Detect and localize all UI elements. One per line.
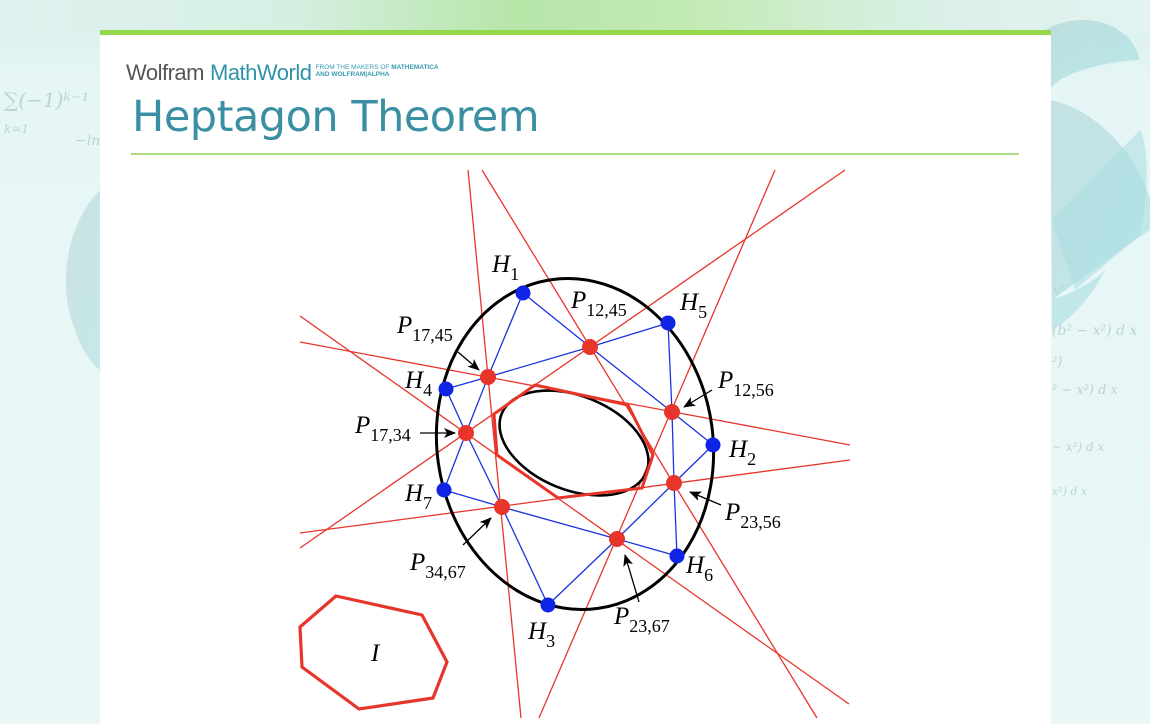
label-h7: H7 bbox=[404, 480, 432, 513]
formula-text: − x²) d x bbox=[1052, 440, 1105, 454]
arrow-p1745 bbox=[457, 351, 480, 371]
header-banner bbox=[0, 0, 1150, 34]
point-p1256 bbox=[664, 404, 680, 420]
line-p1256-p2367 bbox=[538, 169, 776, 719]
point-p3467 bbox=[494, 499, 510, 515]
label-h3: H3 bbox=[527, 618, 555, 651]
blue-heptagon-lines bbox=[443, 292, 714, 606]
arrow-p2367 bbox=[623, 554, 640, 603]
site-logo[interactable]: Wolfram MathWorld FROM THE MAKERS OF MAT… bbox=[126, 60, 439, 86]
line-p1245-p2356 bbox=[481, 169, 818, 719]
h-labels: H1 H5 H2 H6 H3 H7 H4 bbox=[404, 251, 756, 651]
point-h2 bbox=[705, 437, 721, 453]
formula-text: x² bbox=[1052, 283, 1065, 298]
formula-text: ∑(−1)ᵏ⁻¹ bbox=[4, 88, 90, 112]
label-arrows bbox=[420, 351, 722, 603]
formula-text: −ln bbox=[75, 133, 101, 149]
tagline-mathematica: MATHEMATICA bbox=[391, 64, 439, 71]
page-title: Heptagon Theorem bbox=[132, 92, 540, 142]
label-h1: H1 bbox=[491, 251, 519, 284]
label-p1734: P17,34 bbox=[354, 412, 411, 445]
brand-wolfram: Wolfram bbox=[126, 60, 205, 85]
point-h3 bbox=[540, 597, 556, 613]
tagline-prefix: FROM THE MAKERS OF bbox=[315, 64, 392, 71]
formula-text: x²) d x bbox=[1052, 485, 1088, 498]
background-formula-left: ∑(−1)ᵏ⁻¹ bbox=[4, 88, 89, 112]
line-p1245-p1734 bbox=[299, 169, 846, 549]
formula-text: ² − x²) d x bbox=[1052, 383, 1118, 398]
formula-text: (b² − x²) d x bbox=[1052, 323, 1138, 339]
p-points bbox=[458, 339, 682, 547]
legend-heptagon-i bbox=[298, 594, 449, 711]
arrow-p2356 bbox=[689, 491, 722, 506]
p-labels: P17,45 P12,45 P12,56 P23,56 P23,67 P34,6… bbox=[354, 287, 781, 636]
formula-text: ²) bbox=[1052, 355, 1063, 370]
point-h1 bbox=[515, 285, 531, 301]
background-formula-right-5: − x²) d x bbox=[1052, 440, 1104, 454]
formula-text: k=1 bbox=[4, 122, 29, 136]
label-p2356: P23,56 bbox=[724, 499, 781, 532]
label-h4: H4 bbox=[404, 367, 432, 400]
point-p1734 bbox=[458, 425, 474, 441]
inner-heptagon bbox=[492, 383, 655, 500]
line-p1745-p3467 bbox=[467, 169, 522, 719]
background-formula-right-3: ²) bbox=[1052, 355, 1062, 370]
label-h6: H6 bbox=[685, 552, 713, 585]
point-h6 bbox=[669, 548, 685, 564]
point-p2356 bbox=[666, 475, 682, 491]
background-formula-right-6: x²) d x bbox=[1052, 485, 1087, 498]
point-p2367 bbox=[609, 531, 625, 547]
point-p1745 bbox=[480, 369, 496, 385]
background-formula-left-ln: −ln bbox=[75, 133, 100, 149]
point-h5 bbox=[660, 315, 676, 331]
label-p1745: P17,45 bbox=[396, 312, 453, 345]
h-points bbox=[436, 285, 721, 613]
point-p1245 bbox=[582, 339, 598, 355]
outer-ellipse bbox=[434, 276, 716, 612]
line-p1734-p2367 bbox=[299, 315, 850, 705]
label-h5: H5 bbox=[679, 289, 707, 322]
label-p3467: P34,67 bbox=[409, 549, 466, 582]
background-formula-right-1: x² bbox=[1052, 283, 1065, 298]
background-formula-right-2: (b² − x²) d x bbox=[1052, 323, 1137, 339]
background-formula-left-sub: k=1 bbox=[4, 122, 29, 136]
point-h7 bbox=[436, 482, 452, 498]
red-diagonal-lines bbox=[299, 169, 851, 719]
label-p1245: P12,45 bbox=[570, 287, 627, 320]
arrow-p1256 bbox=[683, 389, 713, 408]
label-h2: H2 bbox=[728, 436, 756, 469]
label-p2367: P23,67 bbox=[613, 603, 670, 636]
arrow-p3467 bbox=[462, 517, 492, 546]
brand-mathworld: MathWorld bbox=[210, 60, 312, 85]
brand-tagline: FROM THE MAKERS OF MATHEMATICA AND WOLFR… bbox=[315, 64, 438, 78]
label-p1256: P12,56 bbox=[717, 367, 774, 400]
point-h4 bbox=[438, 381, 454, 397]
background-formula-right-4: ² − x²) d x bbox=[1052, 383, 1118, 398]
label-i: I bbox=[370, 640, 381, 667]
title-divider bbox=[131, 153, 1019, 155]
tagline-wolframalpha: AND WOLFRAM|ALPHA bbox=[315, 71, 390, 78]
